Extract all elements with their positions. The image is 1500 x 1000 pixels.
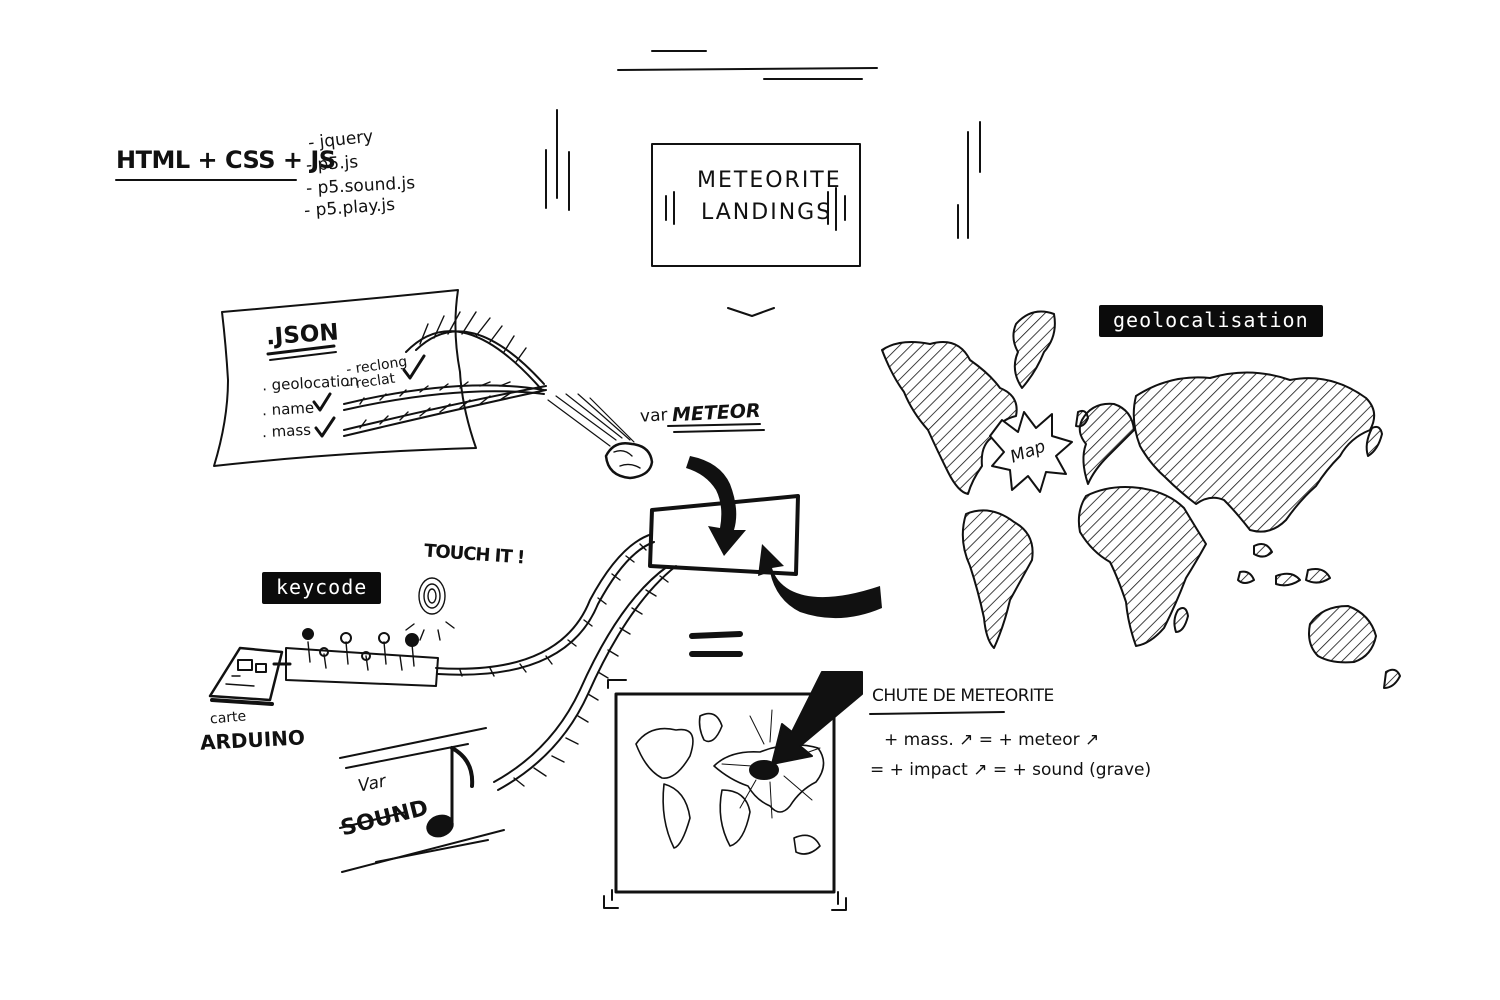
meteor-label-prefix: var [639, 405, 668, 427]
stack-main: HTML + CSS + JS [116, 146, 336, 174]
central-box [648, 494, 800, 576]
keycode-badge: keycode [262, 572, 382, 604]
impact-map-frame [603, 679, 847, 911]
title-line-1: METEORITE [697, 168, 842, 193]
arduino-ribbon [435, 533, 655, 677]
geolocalisation-badge: geolocalisation [1099, 305, 1323, 337]
continent-se-asia [1237, 543, 1331, 587]
continent-north-america [881, 341, 1018, 495]
top-decor-lines [617, 50, 878, 80]
continent-europe [1078, 402, 1135, 485]
chute-underline [869, 711, 1005, 715]
sound-ribbon [493, 565, 677, 791]
chute-line-1: + mass. ↗ = + meteor ↗ [884, 730, 1100, 750]
title-side-marks [545, 109, 981, 239]
continent-new-zealand [1383, 668, 1401, 689]
title-box [651, 143, 861, 267]
data-ribbons [343, 311, 547, 437]
chute-line-2: = + impact ↗ = + sound (grave) [870, 760, 1152, 780]
map-burst-icon [989, 411, 1073, 493]
equals-sign [689, 631, 743, 657]
continent-africa [1077, 486, 1207, 647]
impact-arrow-icon [771, 671, 863, 765]
meteor-label-name: METEOR [671, 399, 762, 427]
island-uk [1075, 409, 1089, 428]
world-map [881, 310, 1401, 689]
continent-south-america [961, 509, 1034, 649]
title-line-2: LANDINGS [701, 200, 833, 225]
stack-lib-2: - p5.js [305, 152, 359, 176]
continent-greenland [1012, 310, 1056, 389]
json-heading: .JSON [265, 319, 340, 351]
arduino-board-icon [208, 646, 292, 706]
island-japan [1365, 425, 1383, 457]
impact-crater-icon [749, 760, 779, 780]
check-icons [312, 354, 426, 438]
meteor-label-underlines [667, 423, 765, 433]
json-field-mass: . mass [261, 420, 312, 442]
meteor-icon [547, 393, 654, 480]
json-field-name: . name [261, 398, 315, 420]
impact-map-continents [635, 709, 825, 855]
json-heading-marks [266, 344, 337, 361]
fingerprint-icon [405, 577, 455, 641]
music-note-icon [426, 746, 475, 838]
arduino-small-label: carte [209, 708, 247, 728]
continent-asia [1132, 371, 1376, 533]
json-card [213, 289, 477, 467]
sound-lines [339, 727, 505, 873]
continent-australia [1308, 605, 1377, 664]
arrow-from-meteor [686, 456, 746, 556]
chevron-down-icon [727, 307, 775, 317]
title-box-inner-marks [665, 187, 846, 231]
key-strip [285, 628, 439, 687]
arrow-from-map [758, 544, 882, 619]
chute-title: CHUTE DE METEORITE [872, 686, 1054, 706]
island-madagascar [1173, 607, 1189, 633]
